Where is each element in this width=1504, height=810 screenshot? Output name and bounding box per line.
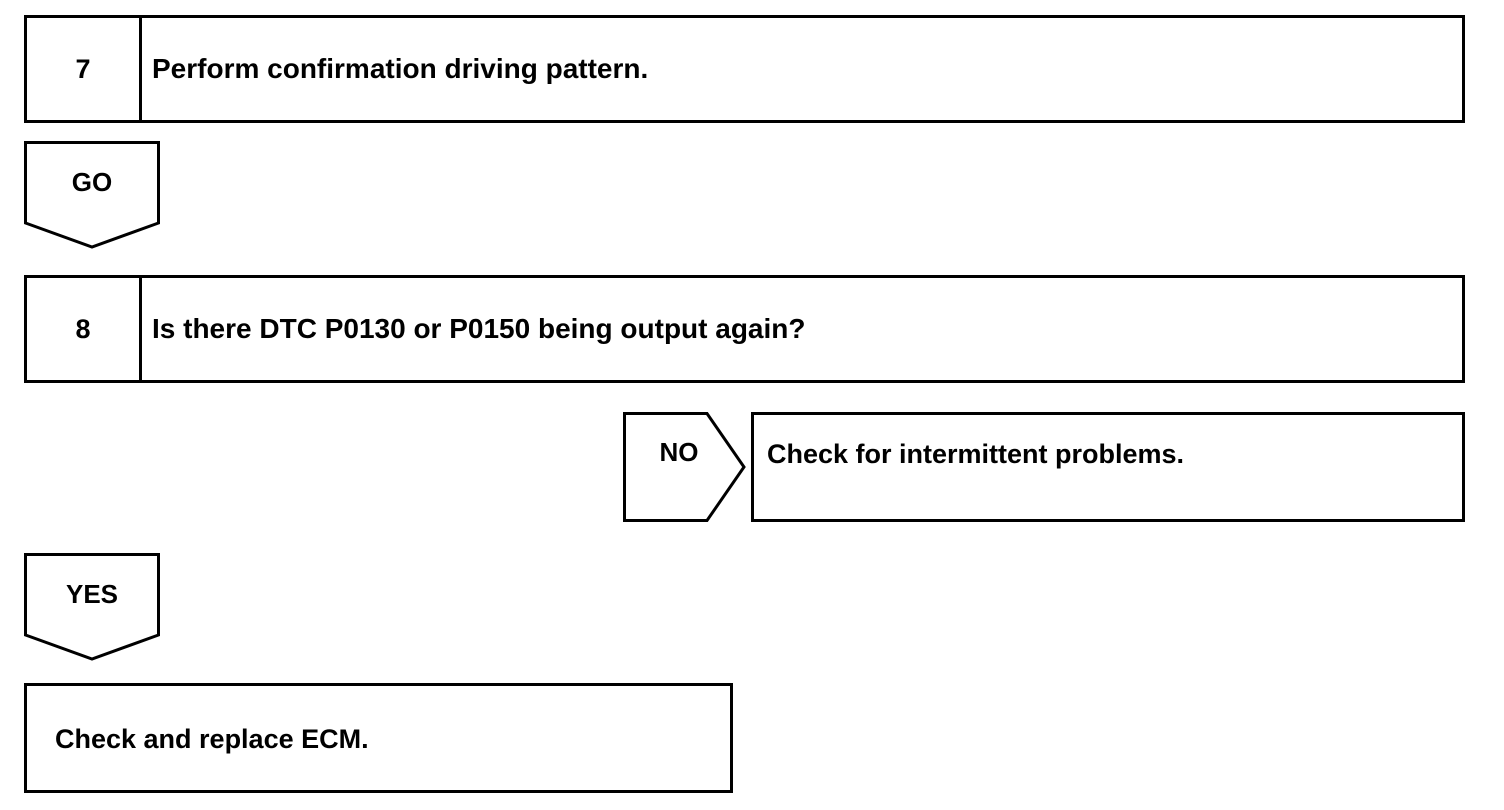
step-8-text: Is there DTC P0130 or P0150 being output…	[152, 313, 806, 344]
step-7-number: 7	[27, 18, 142, 120]
step-7-box: 7 Perform confirmation driving pattern.	[24, 15, 1465, 123]
no-arrow	[623, 412, 746, 522]
no-result-text: Check for intermittent problems.	[767, 439, 1185, 469]
no-result-box: Check for intermittent problems.	[751, 412, 1465, 522]
yes-arrow	[24, 553, 160, 661]
step-8-number: 8	[27, 278, 142, 380]
go-arrow	[24, 141, 160, 249]
step-7-text: Perform confirmation driving pattern.	[152, 53, 649, 84]
no-label: NO	[659, 436, 699, 467]
yes-label: YES	[65, 578, 119, 609]
yes-result-text: Check and replace ECM.	[55, 724, 369, 754]
go-label: GO	[71, 166, 113, 197]
step-8-box: 8 Is there DTC P0130 or P0150 being outp…	[24, 275, 1465, 383]
yes-result-box: Check and replace ECM.	[24, 683, 733, 793]
